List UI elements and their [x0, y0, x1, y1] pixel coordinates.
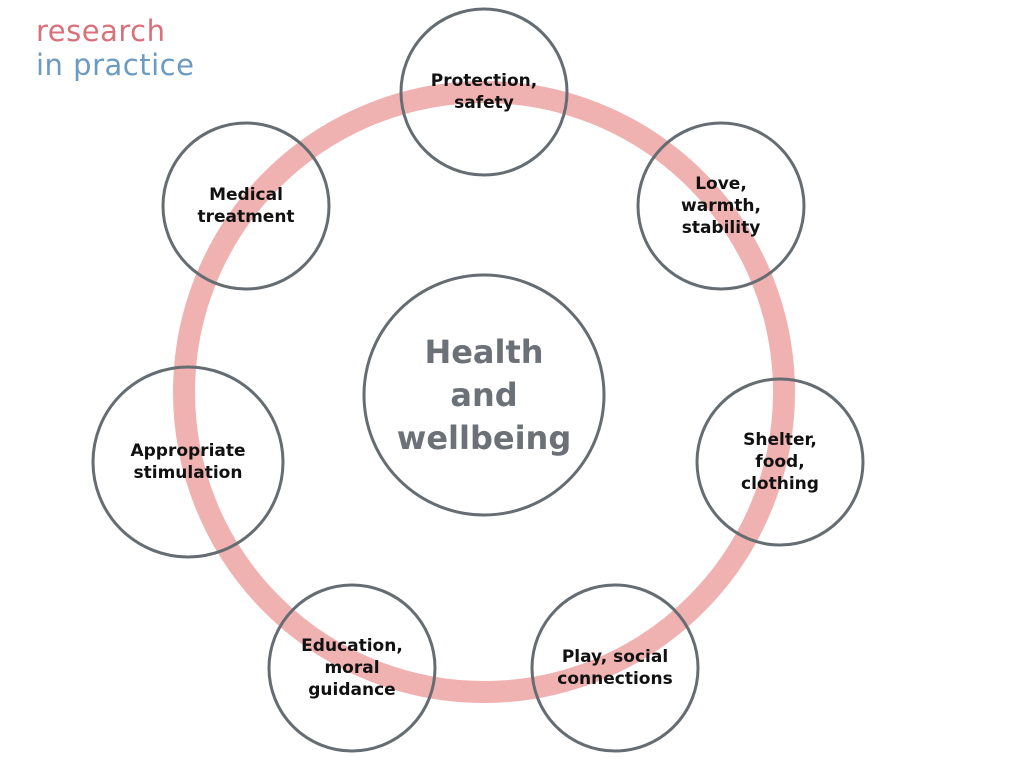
node-protection-safety-circle — [399, 7, 569, 177]
node-love-warmth-stability-circle — [636, 121, 806, 291]
node-play-social-connections-circle — [530, 583, 700, 753]
logo-line-in-practice: in practice — [36, 48, 195, 82]
pink-ring — [173, 81, 795, 703]
logo-line-research: research — [36, 14, 166, 48]
node-appropriate-stimulation-circle — [91, 365, 285, 559]
center-label-health-and-wellbeing: Health and wellbeing — [396, 332, 572, 457]
center-circle — [362, 273, 606, 517]
node-education-moral-guidance-circle — [267, 583, 437, 753]
research-in-practice-logo: research in practice — [36, 14, 194, 82]
node-shelter-food-clothing-circle — [695, 377, 865, 547]
node-medical-treatment-circle — [161, 121, 331, 291]
